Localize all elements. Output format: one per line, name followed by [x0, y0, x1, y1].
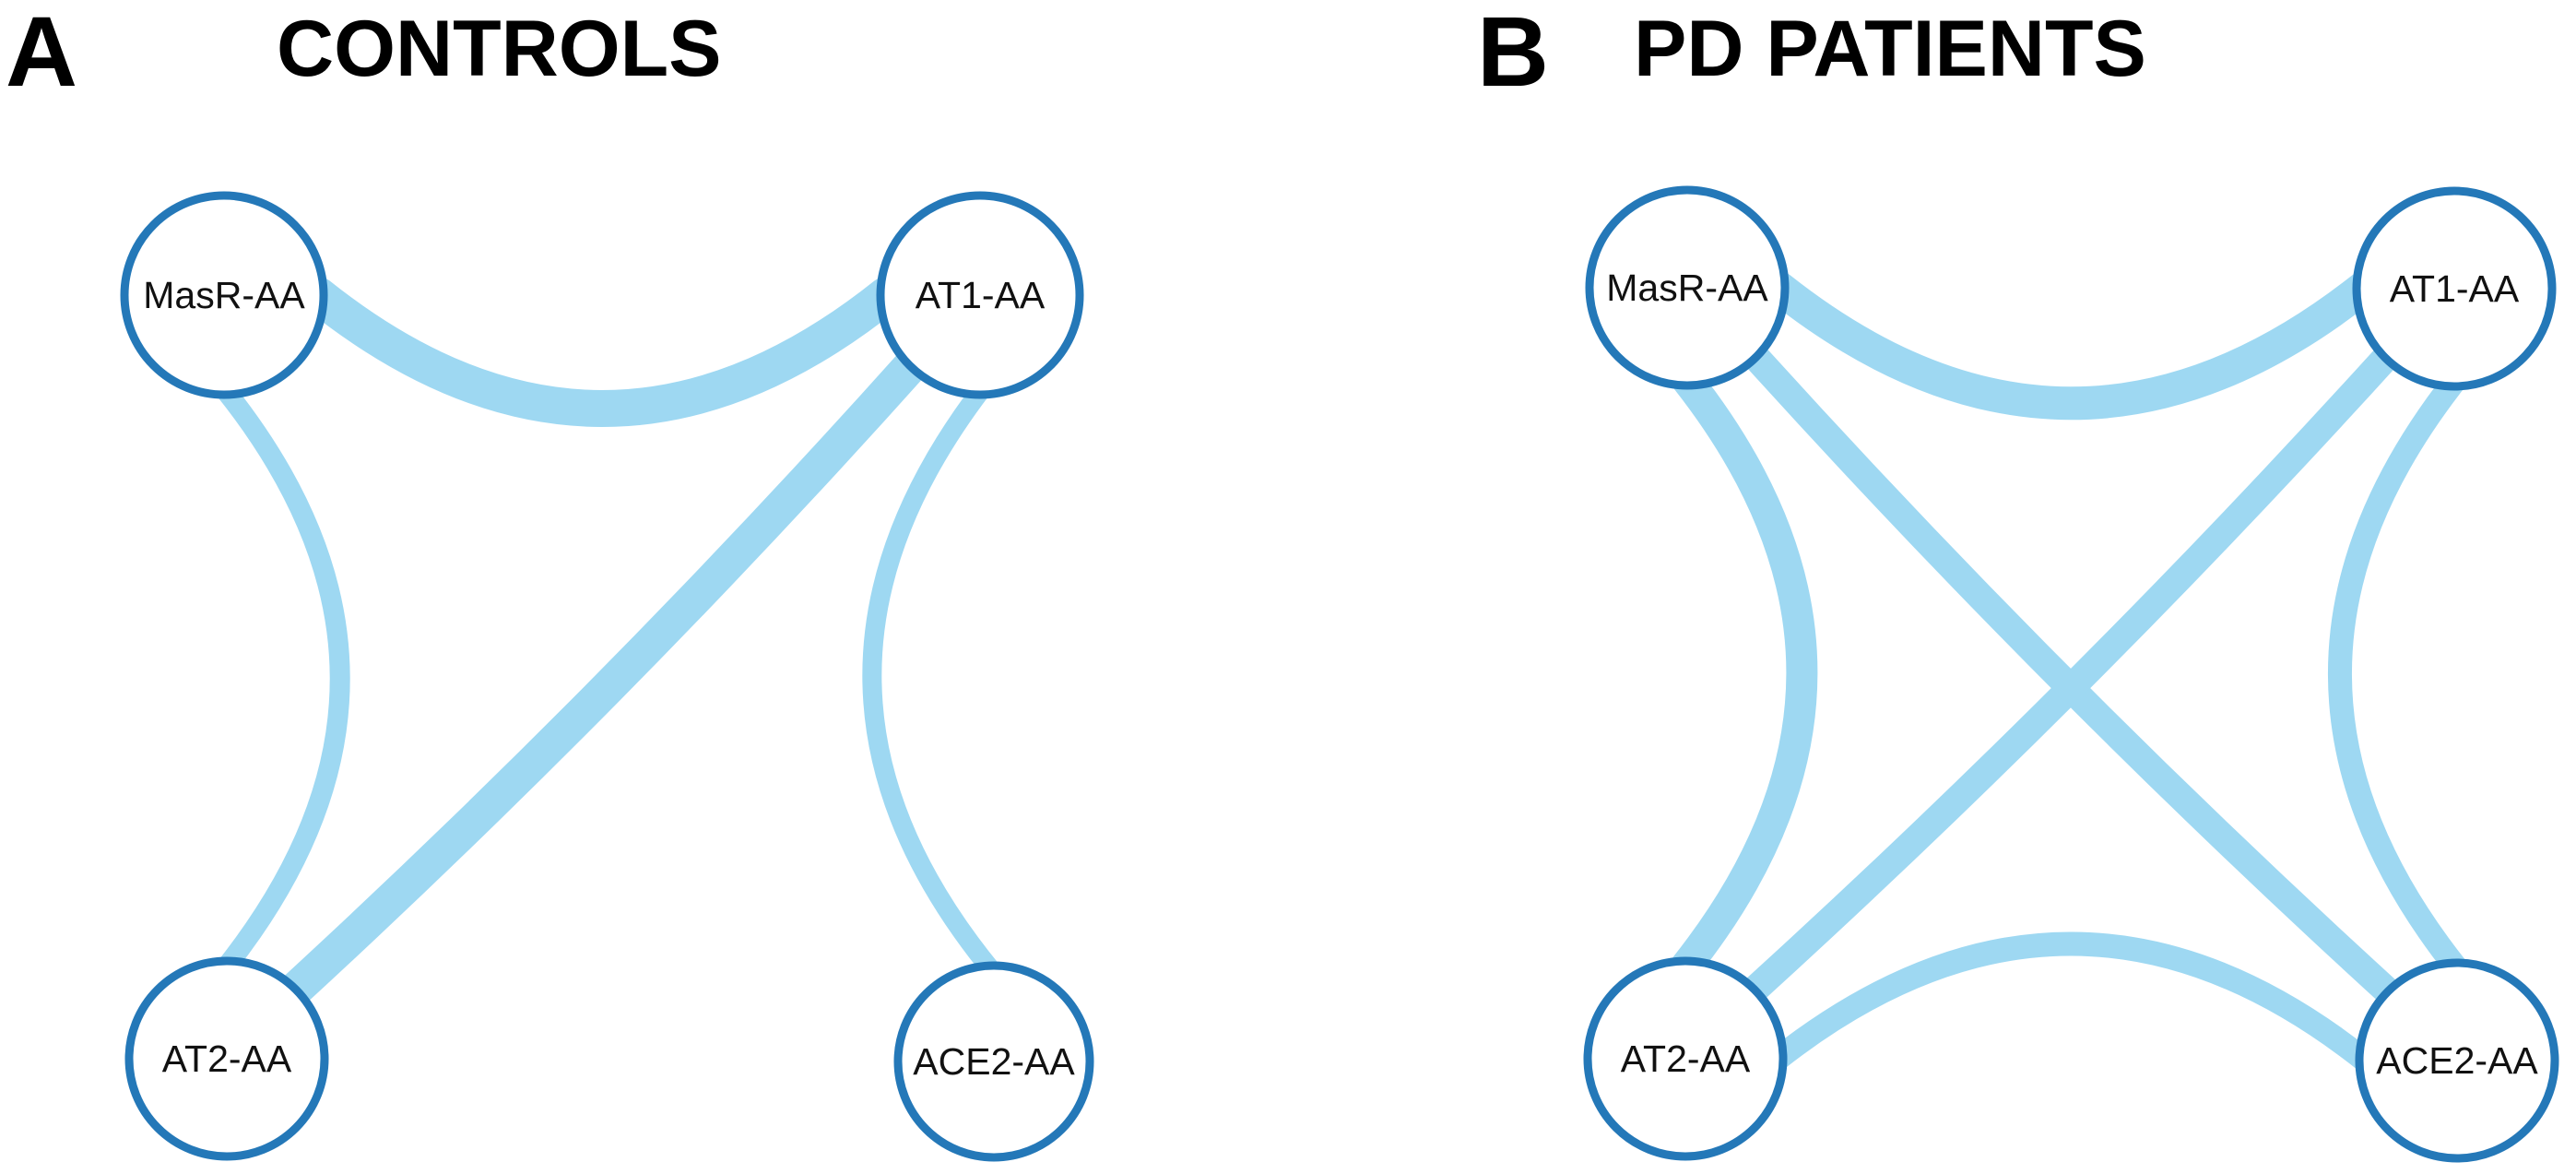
panel-controls: A CONTROLS MasR-AA AT1-AA AT2-AA ACE2-AA	[0, 0, 1282, 1174]
node-circle	[124, 956, 329, 1161]
node-circle	[1585, 185, 1790, 390]
node-label: AT2-AA	[162, 1038, 292, 1080]
network-edge	[2327, 368, 2469, 980]
panel-letter-a: A	[6, 0, 77, 107]
network-node-masr-aa[interactable]: MasR-AA	[120, 191, 328, 399]
network-edge	[1670, 364, 1818, 982]
panel-letter-b: B	[1477, 0, 1549, 107]
network-edge	[1763, 271, 2379, 421]
network-edge	[300, 277, 904, 427]
node-label: AT1-AA	[916, 274, 1046, 316]
node-circle	[1583, 956, 1788, 1161]
panel-title-pd-patients: PD PATIENTS	[1634, 5, 2146, 93]
node-circle	[876, 191, 1084, 399]
network-node-at1-aa[interactable]: AT1-AA	[876, 191, 1084, 399]
node-circle	[2355, 958, 2559, 1163]
network-edge	[862, 379, 1002, 981]
network-node-at2-aa[interactable]: AT2-AA	[124, 956, 329, 1161]
network-graph-controls: MasR-AA AT1-AA AT2-AA ACE2-AA	[120, 191, 1094, 1162]
node-label: AT1-AA	[2390, 267, 2520, 310]
node-circle	[893, 961, 1094, 1162]
node-circle	[120, 191, 328, 399]
panel-title-controls: CONTROLS	[277, 5, 722, 93]
node-label: ACE2-AA	[2376, 1039, 2538, 1082]
node-label: ACE2-AA	[913, 1040, 1075, 1083]
network-node-at1-aa[interactable]: AT1-AA	[2352, 186, 2557, 391]
network-edge	[274, 344, 932, 1011]
network-node-ace2-aa[interactable]: ACE2-AA	[893, 961, 1094, 1162]
node-label: AT2-AA	[1621, 1038, 1751, 1080]
network-node-masr-aa[interactable]: MasR-AA	[1585, 185, 1790, 390]
network-graph-pd-patients: MasR-AA AT1-AA AT2-AA ACE2-AA	[1583, 185, 2559, 1163]
network-edge	[1766, 931, 2377, 1073]
network-edge	[214, 378, 350, 977]
network-node-ace2-aa[interactable]: ACE2-AA	[2355, 958, 2559, 1163]
network-edge	[1736, 339, 2404, 1008]
node-label: MasR-AA	[1606, 267, 1768, 309]
network-node-at2-aa[interactable]: AT2-AA	[1583, 956, 1788, 1161]
node-label: MasR-AA	[143, 274, 305, 316]
panel-pd-patients: B PD PATIENTS MasR-AA AT1-AA AT2-AA ACE2-AA	[1282, 0, 2576, 1174]
node-circle	[2352, 186, 2557, 391]
